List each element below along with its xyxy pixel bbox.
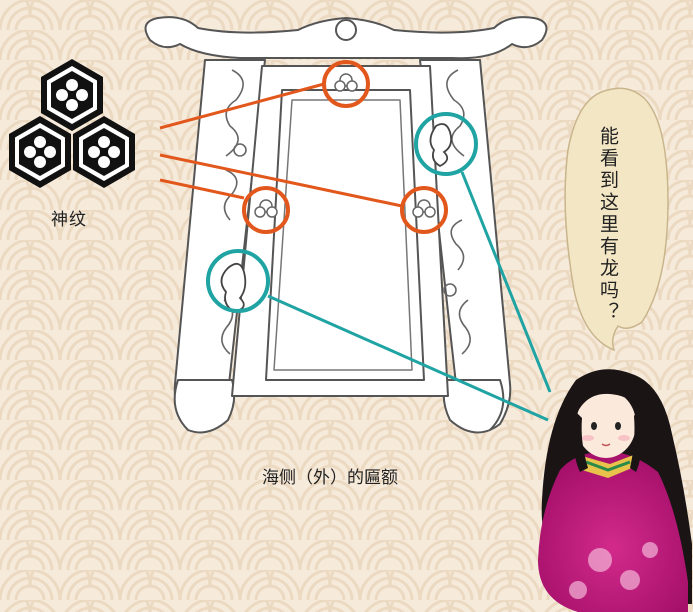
speech-bubble: [564, 87, 669, 352]
plaque-frame: [144, 16, 548, 434]
dragon-circle-left: [206, 249, 270, 313]
character-girl: [538, 369, 692, 612]
dragon-sketches: [220, 123, 453, 313]
character-face: [576, 390, 636, 458]
kamon-label: 神纹: [51, 210, 87, 230]
kamon-crest-icon: [9, 59, 135, 188]
kamon-highlight-circles: [242, 60, 448, 234]
kamon-circle-top: [322, 60, 370, 108]
kamon-circle-left: [242, 186, 290, 234]
kamon-circle-right: [400, 186, 448, 234]
dragon-circle-right: [414, 112, 478, 176]
dragon-callout-lines: [267, 171, 552, 422]
dragon-highlight-circles: [206, 112, 478, 313]
kimono-robe: [538, 451, 688, 612]
kamon-callout-lines: [159, 82, 403, 208]
frame-crest-marks: [254, 73, 436, 218]
speech-bubble-text: 能看到这里有龙吗？: [597, 126, 619, 324]
frame-caption: 海侧（外）的匾额: [262, 468, 398, 488]
